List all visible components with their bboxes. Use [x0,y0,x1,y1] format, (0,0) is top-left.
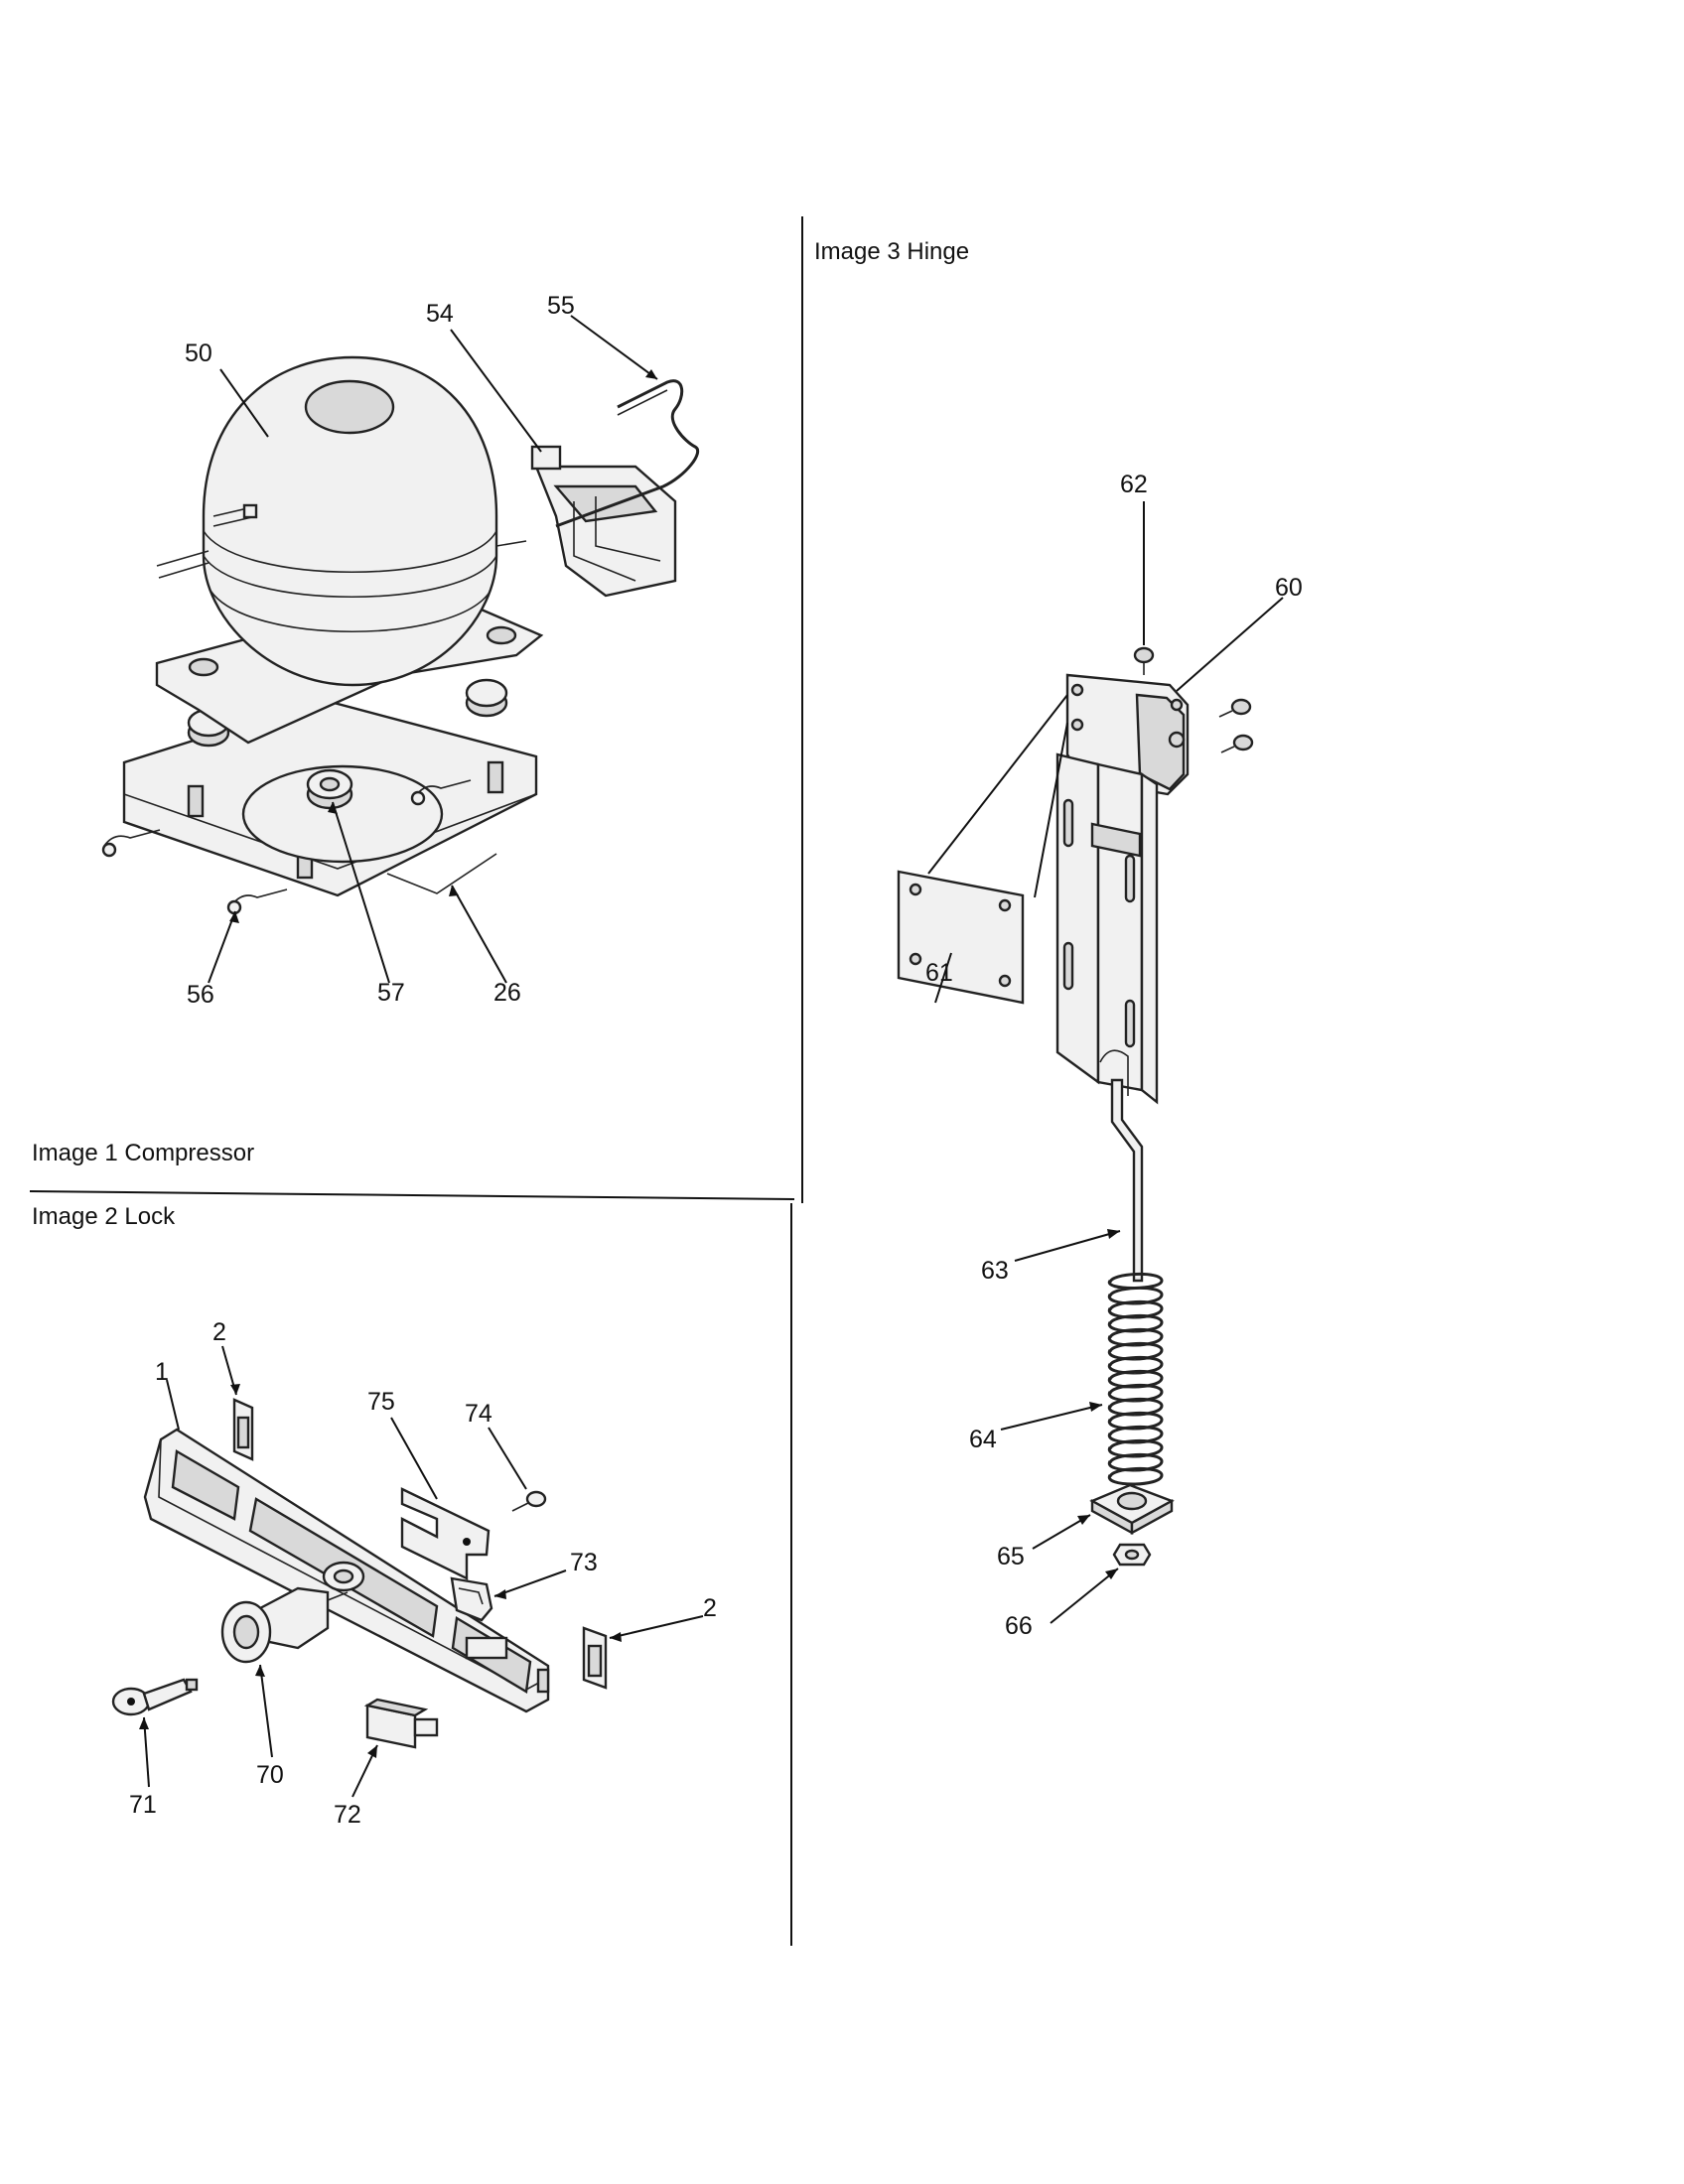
callout-26: 26 [493,979,521,1007]
grommet-right [465,678,508,718]
callout-56: 56 [187,981,214,1009]
callout-70: 70 [256,1761,284,1789]
screw-60a [1218,698,1252,718]
callout-63: 63 [981,1257,1009,1285]
clip-56b [232,888,288,904]
hinge-assembly-drawing [897,646,1254,1567]
spring-64 [1108,1272,1164,1486]
callout-2-upper: 2 [212,1318,226,1346]
callout-66: 66 [1005,1612,1033,1640]
callout-73: 73 [570,1549,598,1576]
nut-66 [1112,1543,1152,1567]
screw-60b [1220,734,1254,753]
screw-74 [511,1490,547,1512]
callout-62: 62 [1120,471,1148,498]
spring-clip-73 [450,1576,493,1622]
callout-2-lower: 2 [703,1594,717,1622]
callout-74: 74 [465,1400,492,1428]
key-71 [111,1678,199,1716]
terminal-cover-54 [530,445,677,598]
backing-plate-61 [897,870,1025,1005]
clip-56a [103,829,161,847]
latch-plate-75 [400,1487,491,1580]
callout-54: 54 [426,300,454,328]
catch-72 [363,1698,439,1749]
washer-plate-65 [1089,1483,1175,1536]
lock-cylinder-70 [220,1586,349,1664]
callout-64: 64 [969,1426,997,1453]
hinge-bracket-60 [1055,673,1190,1105]
callout-50: 50 [185,340,212,367]
lock-leaders [139,1345,704,1798]
screw-62 [1133,646,1155,675]
wire-clip-55 [555,379,700,528]
clip-56a-eye [101,842,117,858]
badge-2-lower [582,1626,608,1690]
grommet-57 [306,768,353,810]
callout-61: 61 [925,959,953,987]
hinge-rod-63 [1110,1078,1144,1283]
callout-72: 72 [334,1801,361,1829]
callout-65: 65 [997,1543,1025,1570]
compressor-leaders [208,315,658,984]
clip-56c-eye [410,790,426,806]
base-disc [241,764,444,864]
callout-71: 71 [129,1791,157,1819]
compressor-assembly-drawing [101,355,700,915]
hinge-leaders [927,501,1284,1624]
lock-assembly-drawing [111,1398,608,1749]
caption-lock: Image 2 Lock [32,1203,176,1230]
badge-2-upper [232,1398,254,1461]
compressor-dome-50 [156,355,527,687]
lock-bezel-1 [143,1428,550,1713]
callout-75: 75 [367,1388,395,1416]
caption-compressor: Image 1 Compressor [32,1140,255,1166]
callout-60: 60 [1275,574,1303,602]
callout-57: 57 [377,979,405,1007]
caption-hinge: Image 3 Hinge [814,238,970,265]
horizontal-divider [29,1190,795,1200]
wire-clip-55-shadow [617,389,668,416]
callout-55: 55 [547,292,575,320]
callout-1: 1 [155,1358,169,1386]
